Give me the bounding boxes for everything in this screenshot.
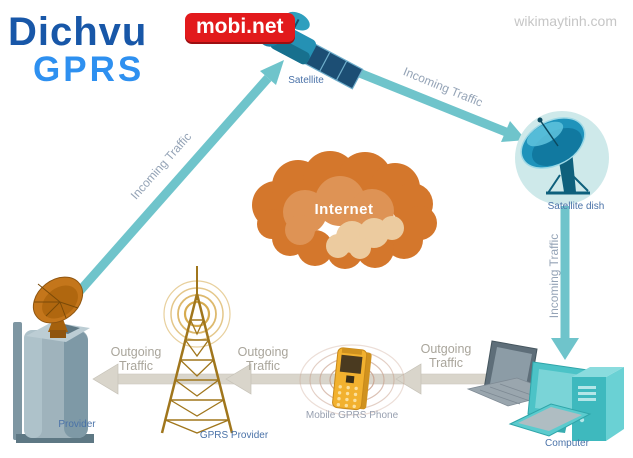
logo-service: GPRS xyxy=(33,50,145,89)
outgoing-flow-line xyxy=(92,363,509,395)
outgoing-traffic-label-computer-phone: Outgoing Traffic xyxy=(420,342,475,371)
logo-brand: Dichvu xyxy=(8,10,148,54)
internet-cloud-icon xyxy=(252,151,437,269)
radio-tower-icon xyxy=(160,266,234,434)
satellite-dish-label: Satellite dish xyxy=(547,201,605,212)
incoming-arrowhead-to-computer xyxy=(551,338,579,360)
logo-badge: mobi.net xyxy=(185,13,295,42)
computer-label: Computer xyxy=(545,438,589,449)
watermark-text: wikimaytinh.com xyxy=(514,13,617,29)
mobile-gprs-phone-label: Mobile GPRS Phone xyxy=(305,410,399,421)
outgoing-traffic-label-phone-tower: Outgoing Traffic xyxy=(237,345,292,374)
incoming-flow-lines xyxy=(74,60,570,340)
provider-server-icon xyxy=(13,276,94,443)
incoming-traffic-label-dish-computer: Incoming Traffic xyxy=(547,233,561,319)
provider-label: Provider xyxy=(58,419,96,430)
gprs-provider-label: GPRS Provider xyxy=(199,430,269,441)
mobile-phone-icon xyxy=(299,344,405,416)
outgoing-traffic-label-tower-provider: Outgoing Traffic xyxy=(110,345,165,374)
satellite-dish-icon xyxy=(515,111,609,205)
computer-icon xyxy=(466,340,624,441)
internet-label: Internet xyxy=(314,201,374,218)
satellite-label: Satellite xyxy=(288,75,324,86)
